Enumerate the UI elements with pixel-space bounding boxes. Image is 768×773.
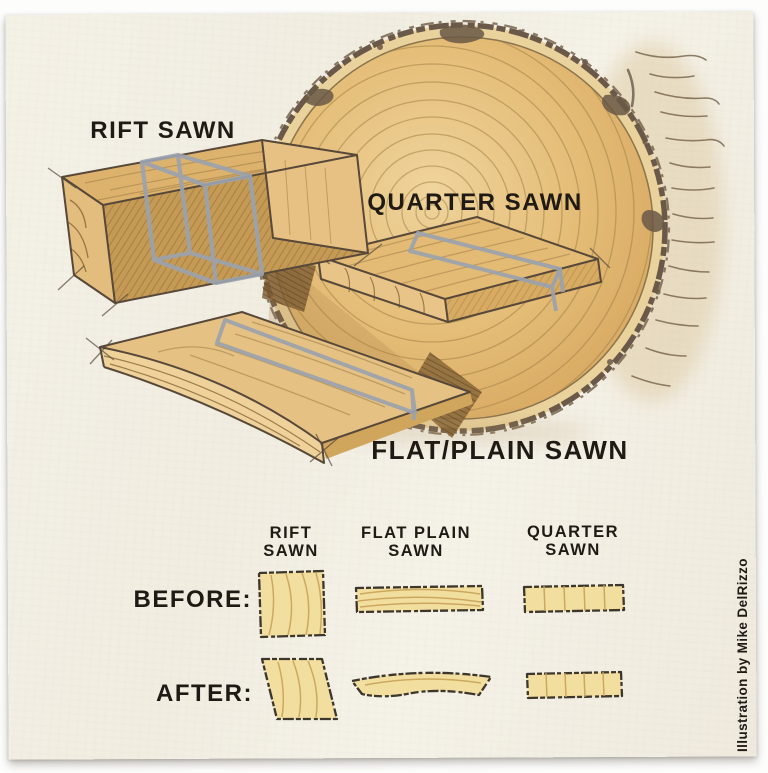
bark-texture-lines bbox=[631, 51, 725, 387]
rift-section-highlight bbox=[139, 152, 265, 286]
column-headers: RIFT SAWN FLAT PLAIN SAWN QUARTER SAWN bbox=[263, 523, 619, 560]
col-rift-line2: SAWN bbox=[263, 542, 319, 560]
comparison-shapes bbox=[257, 569, 626, 721]
flat-sawn-board bbox=[85, 311, 473, 467]
row-labels: BEFORE: AFTER: bbox=[134, 586, 253, 707]
col-quarter-line2: SAWN bbox=[545, 541, 601, 559]
flat-section-highlight bbox=[215, 318, 417, 421]
rift-sawn-beam bbox=[47, 139, 383, 317]
corner-sketch-ticks bbox=[85, 337, 339, 467]
col-quarter-line1: QUARTER bbox=[527, 523, 619, 541]
quarter-sawn-board bbox=[305, 216, 611, 323]
before-quarter-shape bbox=[522, 583, 626, 614]
quarter-section-highlight bbox=[408, 231, 565, 312]
col-flat-line1: FLAT PLAIN bbox=[361, 524, 471, 542]
rift-sawn-label: RIFT SAWN bbox=[90, 117, 236, 144]
after-quarter-shape bbox=[525, 670, 624, 700]
board-labels: RIFT SAWN QUARTER SAWN FLAT/PLAIN SAWN bbox=[90, 117, 628, 465]
illustration-credit: Illustration by Mike DelRizzo bbox=[735, 558, 750, 752]
flat-plain-sawn-label: FLAT/PLAIN SAWN bbox=[371, 435, 628, 465]
comparison-shape-grain bbox=[268, 572, 606, 718]
after-flat-shape bbox=[350, 671, 493, 698]
corner-sketch-ticks bbox=[47, 167, 383, 317]
col-rift-line1: RIFT bbox=[270, 524, 313, 542]
bark-clumps bbox=[303, 24, 665, 365]
before-flat-shape bbox=[354, 584, 485, 614]
comparison-table: RIFT SAWN FLAT PLAIN SAWN QUARTER SAWN B… bbox=[134, 523, 626, 721]
quarter-sawn-label: QUARTER SAWN bbox=[367, 189, 582, 216]
before-label: BEFORE: bbox=[134, 586, 253, 613]
col-flat-line2: SAWN bbox=[388, 542, 444, 560]
after-label: AFTER: bbox=[156, 680, 253, 707]
